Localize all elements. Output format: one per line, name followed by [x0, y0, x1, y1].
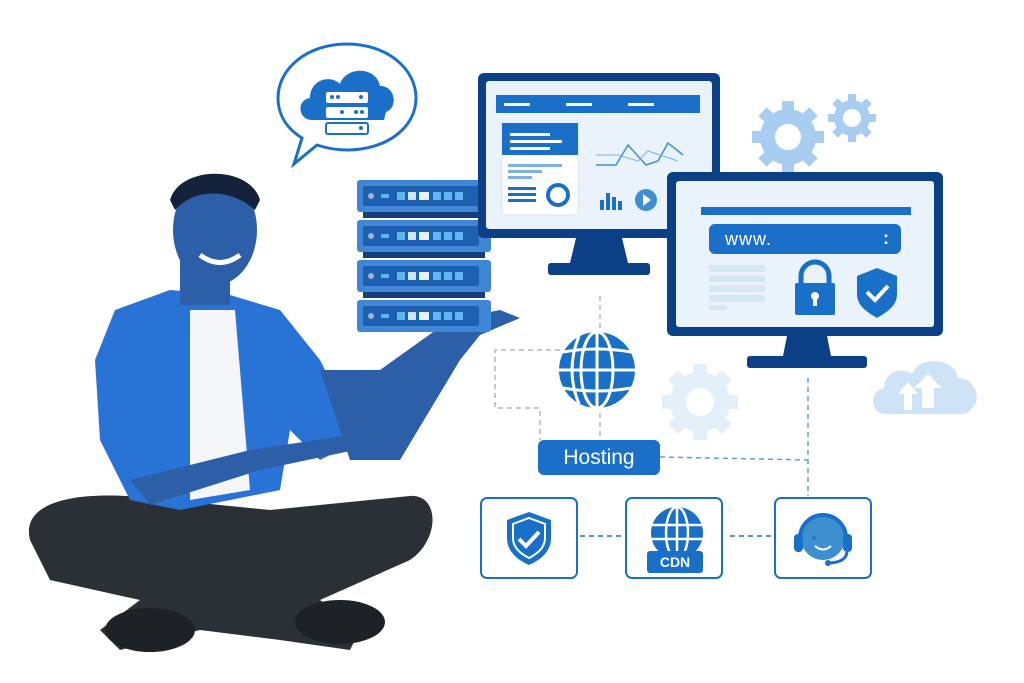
globe-icon — [557, 330, 639, 410]
cdn-globe-icon — [651, 505, 703, 557]
person-illustration — [20, 160, 540, 660]
faded-gear-icon — [655, 362, 750, 442]
server-rack — [355, 178, 495, 338]
dashboard-monitor — [478, 73, 720, 278]
security-card — [480, 497, 578, 579]
headset-support-icon — [794, 513, 852, 566]
cdn-label: CDN — [647, 551, 703, 573]
url-bar: www. : — [709, 224, 901, 254]
hosting-label: Hosting — [538, 440, 660, 475]
shield-check-icon — [507, 512, 551, 565]
url-text: www. — [725, 229, 773, 249]
lock-shackle — [798, 259, 832, 284]
gears-icon — [750, 92, 885, 177]
support-card — [774, 497, 872, 579]
cloud-upload-icon — [868, 352, 986, 417]
cdn-card: CDN — [625, 497, 723, 579]
cloud-server-speech-bubble — [272, 40, 422, 170]
url-menu-icon: : — [883, 228, 889, 248]
